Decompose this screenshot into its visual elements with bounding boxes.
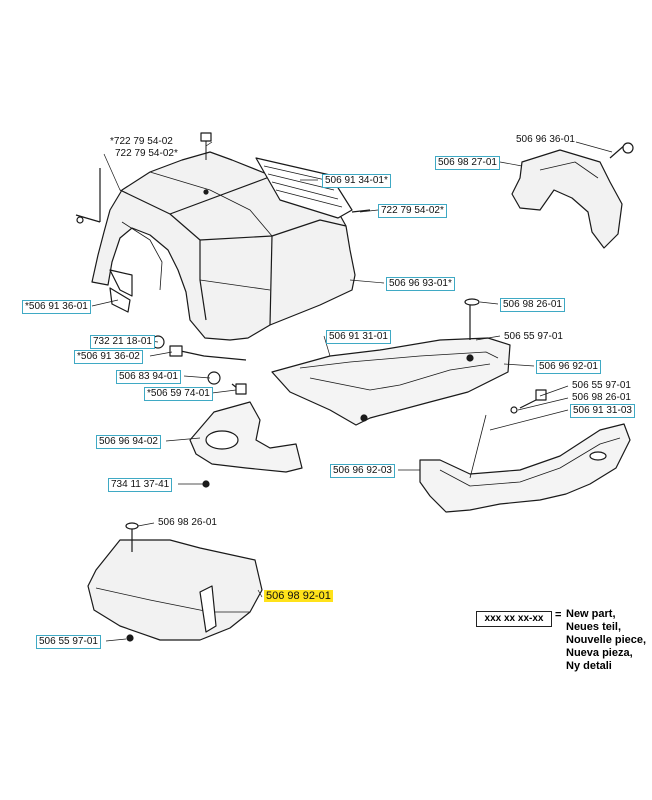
part-number-knob: 732 21 18-01: [90, 335, 155, 349]
part-number-hood-pin: 722 79 54-02*: [115, 148, 178, 159]
part-number-right-bracket: 506 96 92-03: [330, 464, 395, 478]
legend-line-fr: Nouvelle piece,: [566, 634, 647, 646]
part-number-grille: 506 91 34-01*: [322, 174, 391, 188]
part-number-grille-screw: 722 79 54-02*: [378, 204, 447, 218]
part-number-battery-bolt: 506 98 26-01: [158, 517, 217, 528]
part-number-washer: 506 83 94-01: [116, 370, 181, 384]
part-number-hood-bolt: *722 79 54-02: [110, 136, 173, 147]
part-number-tray-bracket: 506 96 94-02: [96, 435, 161, 449]
battery-cover-drawing: [87, 522, 263, 642]
hood-cover-drawing: [75, 132, 356, 341]
right-bracket-drawing: [419, 389, 631, 513]
part-number-seat-nut: 506 55 97-01: [504, 331, 563, 342]
part-number-battery-cover-new: 506 98 92-01: [264, 590, 333, 602]
legend-line-es: Nueva pieza,: [566, 647, 633, 659]
legend-line-no: Ny detali: [566, 660, 612, 672]
legend-equals: =: [555, 609, 562, 621]
legend-text: New part, Neues teil, Nouvelle piece, Nu…: [566, 608, 646, 673]
tray-bracket-drawing: [189, 401, 303, 488]
side-cover-drawing: [511, 142, 634, 249]
part-number-hinge-right: *506 91 36-02: [74, 350, 143, 364]
seat-pan-drawing: [271, 298, 511, 426]
part-number-side-cover: 506 98 27-01: [435, 156, 500, 170]
part-number-nut: 734 11 37-41: [108, 478, 173, 492]
leader-lines: [91, 141, 613, 642]
part-number-battery-nut: 506 55 97-01: [36, 635, 101, 649]
part-number-seat-bolt: 506 98 26-01: [500, 298, 565, 312]
part-number-screw: *506 59 74-01: [144, 387, 213, 401]
part-number-seat-plate: 506 96 92-01: [536, 360, 601, 374]
part-number-bracket-bolt: 506 98 26-01: [572, 392, 631, 403]
part-number-hinge-left: *506 91 36-01: [22, 300, 91, 314]
part-number-seat-pan: 506 91 31-01: [326, 330, 391, 344]
part-number-hood-cover: 506 96 93-01*: [386, 277, 455, 291]
legend-line-en: New part,: [566, 608, 616, 620]
part-number-bracket-plate: 506 91 31-03: [570, 404, 635, 418]
legend-new-part-box: xxx xx xx-xx: [476, 611, 552, 627]
part-number-bracket-nut: 506 55 97-01: [572, 380, 631, 391]
legend-line-de: Neues teil,: [566, 621, 622, 633]
part-number-side-cover-knob: 506 96 36-01: [516, 134, 575, 145]
grille-drawing: [255, 157, 371, 219]
